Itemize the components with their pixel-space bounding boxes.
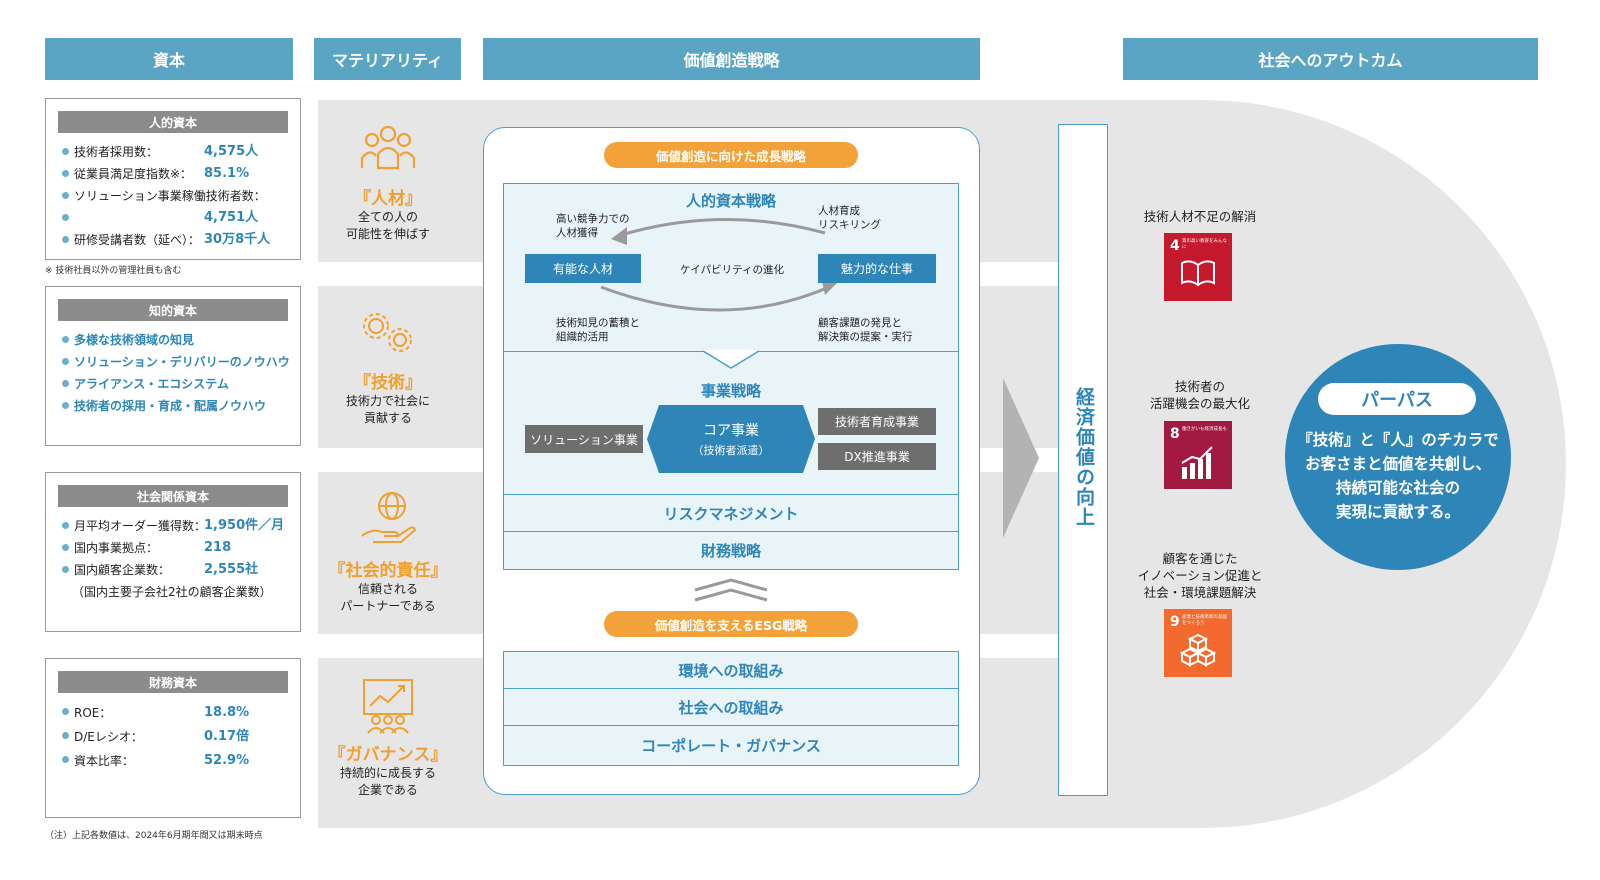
sdg4-icon: 4 質の高い教育をみんなに: [1164, 233, 1232, 301]
book-icon: [1181, 260, 1215, 287]
purpose-title: パーパス: [1318, 383, 1476, 415]
capital-item: アライアンス・エコシステム: [46, 373, 300, 395]
engineer-training-box: 技術者育成事業: [818, 408, 936, 435]
materiality-title: 『社会的責任』: [328, 561, 448, 581]
materiality-sub: 貢献する: [363, 411, 412, 425]
capital-row: ROE：18.8%: [46, 701, 300, 725]
cycle-label-tr: 人材育成リスキリング: [818, 205, 881, 231]
capital-row: 月平均オーダー獲得数：1,950件／月: [46, 515, 300, 537]
capital-item: 技術者の採用・育成・配属ノウハウ: [46, 395, 300, 417]
capital-title: 知的資本: [58, 299, 288, 321]
esg-environment-bar: 環境への取組み: [503, 651, 959, 690]
globe-hand-icon: [361, 492, 417, 543]
people-icon: [360, 125, 416, 170]
economic-value-box: 経済価値の向上: [1058, 124, 1108, 796]
growth-strategy-pill: 価値創造に向けた成長戦略: [604, 142, 858, 168]
capital-intellectual: 知的資本 多様な技術領域の知見 ソリューション・デリバリーのノウハウ アライアン…: [45, 286, 301, 446]
capital-row: 資本比率：52.9%: [46, 749, 300, 773]
header-capital: 資本: [45, 38, 293, 80]
materiality-sub: 企業である: [358, 783, 418, 797]
economic-value-text: 経済価値の向上: [1073, 387, 1095, 527]
esg-social-bar: 社会への取組み: [503, 688, 959, 727]
risk-management-bar: リスクマネジメント: [503, 494, 959, 533]
capital-row: 国内顧客企業数：2,555社: [46, 559, 300, 581]
purpose-text: 『技術』と『人』のチカラで お客さまと価値を共創し、 持続可能な社会の 実現に貢…: [1297, 431, 1499, 521]
capital-human-note: ※ 技術社員以外の管理社員も含む: [45, 266, 182, 276]
arrow-right-icon: [1003, 378, 1039, 538]
materiality-sub: 可能性を伸ばす: [345, 227, 430, 241]
capital-item: 多様な技術領域の知見: [46, 329, 300, 351]
solution-business-box: ソリューション事業: [525, 425, 643, 453]
capital-row: 研修受講者数（延べ）：30万8千人: [46, 229, 300, 251]
materiality-sub: パートナーである: [340, 599, 436, 613]
cycle-label-tl: 高い競争力での人材獲得: [556, 213, 630, 239]
sdg8-icon: 8 働きがいも経済成長も: [1164, 421, 1232, 489]
capability-evolution: ケイパビリティの進化: [680, 264, 784, 276]
core-business-hex: [647, 405, 815, 473]
outcome-label: 技術者の活躍機会の最大化: [1149, 379, 1250, 411]
outcome-label: 顧客を通じたイノベーション促進と社会・環境課題解決: [1137, 551, 1263, 600]
cubes-icon: [1180, 633, 1216, 667]
materiality-sub: 全ての人の: [357, 210, 418, 224]
capital-title: 財務資本: [58, 671, 288, 693]
esg-strategy-pill: 価値創造を支えるESG戦略: [604, 611, 858, 637]
business-strategy-title: 事業戦略: [700, 382, 761, 400]
materiality-title: 『ガバナンス』: [328, 745, 448, 765]
capital-human: 人的資本 技術者採用数：4,575人 従業員満足度指数※：85.1% ソリューシ…: [45, 98, 301, 260]
purpose-circle: [1285, 344, 1511, 570]
growth-chart-icon: [363, 679, 413, 734]
header-strategy: 価値創造戦略: [483, 38, 980, 80]
capital-title: 社会関係資本: [58, 485, 288, 507]
capital-row: ソリューション事業稼働技術者数：: [46, 185, 300, 207]
materiality-title: 『人材』: [354, 189, 422, 209]
materiality-sub: 技術力で社会に: [345, 394, 430, 408]
capital-title: 人的資本: [58, 111, 288, 133]
materiality-human: 『人材』 全ての人の 可能性を伸ばす: [318, 124, 458, 243]
chevron-down-icon: [703, 350, 759, 369]
dx-promotion-box: DX推進事業: [818, 443, 936, 470]
capital-item: ソリューション・デリバリーのノウハウ: [46, 351, 300, 373]
footnote: （注）上記各数値は、2024年6月期年間又は期末時点: [45, 831, 263, 841]
sdg9-icon: 9 産業と技術革新の基盤をつくろう: [1164, 609, 1232, 677]
human-strategy-title: 人的資本戦略: [685, 192, 776, 210]
attractive-work-box: 魅力的な仕事: [818, 254, 936, 283]
materiality-governance: 『ガバナンス』 持続的に成長する 企業である: [318, 678, 458, 799]
capital-financial: 財務資本 ROE：18.8% D/Eレシオ：0.17倍 資本比率：52.9%: [45, 658, 301, 818]
cycle-arrows: [600, 217, 837, 312]
capital-row: 従業員満足度指数※：85.1%: [46, 163, 300, 185]
capable-talent-box: 有能な人材: [525, 254, 641, 283]
cycle-label-br: 顧客課題の発見と解決策の提案・実行: [818, 317, 913, 343]
esg-governance-bar: コーポレート・ガバナンス: [503, 725, 959, 766]
materiality-sub: 信頼される: [357, 582, 418, 596]
gears-icon: [363, 313, 412, 352]
capital-row: D/Eレシオ：0.17倍: [46, 725, 300, 749]
capital-row: 技術者採用数：4,575人: [46, 141, 300, 163]
growth-bars-icon: [1181, 446, 1213, 479]
cycle-label-bl: 技術知見の蓄積と組織的活用: [556, 317, 640, 343]
materiality-social: 『社会的責任』 信頼される パートナーである: [318, 490, 458, 615]
chevron-up-icon: [694, 578, 768, 602]
header-outcome: 社会へのアウトカム: [1123, 38, 1538, 80]
capital-social-note: （国内主要子会社2社の顧客企業数）: [72, 585, 272, 599]
capital-row-continued: 4,751人: [46, 207, 300, 229]
capital-row: 国内事業拠点：218: [46, 537, 300, 559]
outcome-label: 技術人材不足の解消: [1143, 209, 1257, 224]
capital-social: 社会関係資本 月平均オーダー獲得数：1,950件／月 国内事業拠点：218 国内…: [45, 472, 301, 632]
financial-strategy-bar: 財務戦略: [503, 531, 959, 570]
core-business-label: コア事業 （技術者派遣）: [692, 423, 770, 457]
materiality-title: 『技術』: [354, 373, 422, 393]
materiality-tech: 『技術』 技術力で社会に 貢献する: [318, 308, 458, 427]
materiality-sub: 持続的に成長する: [339, 766, 436, 780]
header-materiality: マテリアリティ: [314, 38, 461, 80]
